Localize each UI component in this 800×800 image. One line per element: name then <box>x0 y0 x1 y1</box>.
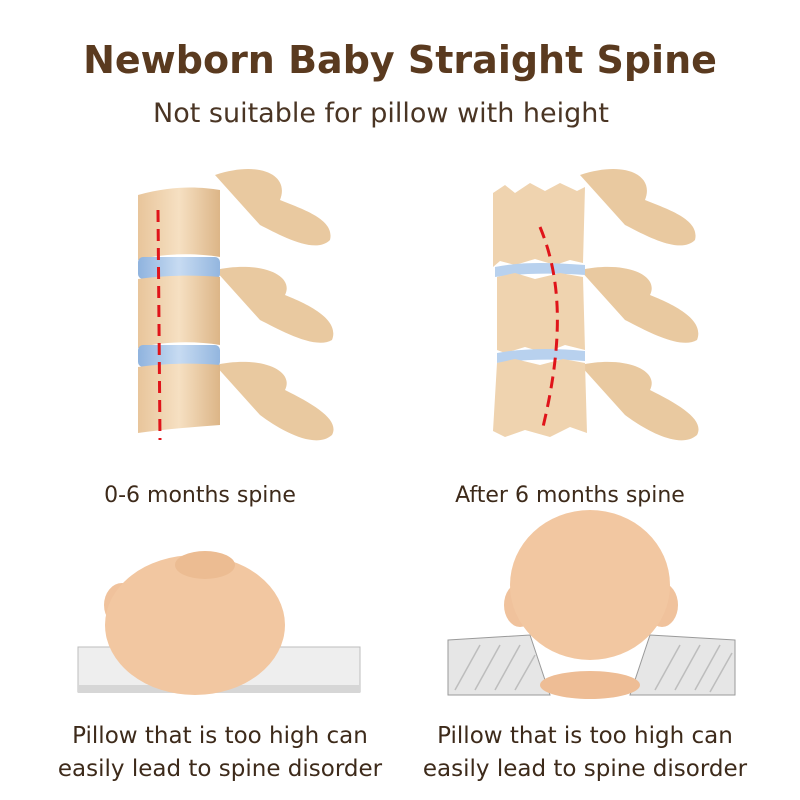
curved-spine-illustration <box>493 169 699 441</box>
baby-pillow-illustration <box>447 510 736 699</box>
sleep-caption-right: Pillow that is too high can easily lead … <box>410 720 760 786</box>
spine-caption-left: 0-6 months spine <box>104 483 296 508</box>
straight-spine-illustration <box>138 169 334 441</box>
page-subtitle: Not suitable for pillow with height <box>153 98 609 129</box>
sleep-caption-left: Pillow that is too high can easily lead … <box>45 720 395 786</box>
page-title: Newborn Baby Straight Spine <box>83 38 717 82</box>
baby-flat-bed-illustration <box>77 551 361 695</box>
sleep-caption-left-line1: Pillow that is too high can <box>72 723 368 749</box>
spine-caption-right: After 6 months spine <box>455 483 685 508</box>
sleep-caption-right-line1: Pillow that is too high can <box>437 723 733 749</box>
sleep-caption-left-line2: easily lead to spine disorder <box>57 756 383 782</box>
sleep-caption-right-line2: easily lead to spine disorder <box>422 756 748 782</box>
